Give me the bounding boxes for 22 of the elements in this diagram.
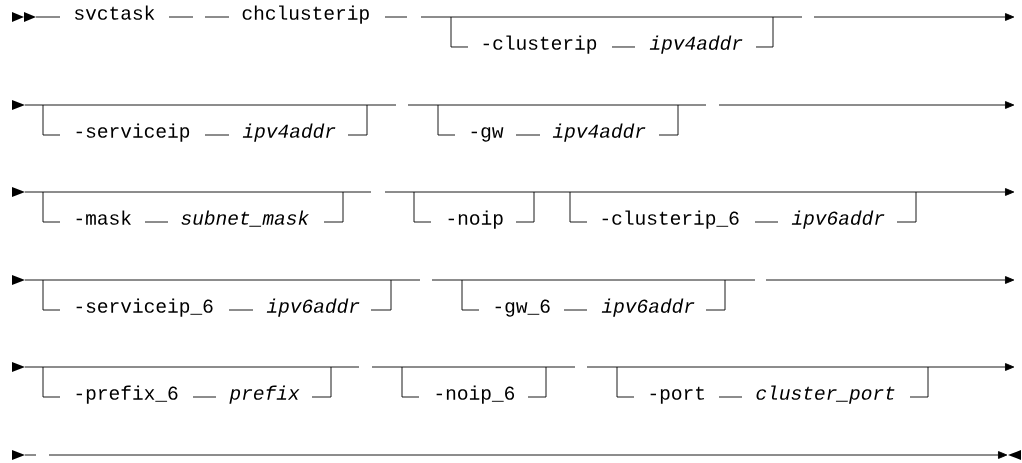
keyword-label: -prefix_6 <box>76 385 178 404</box>
keyword-label: -serviceip <box>76 123 190 142</box>
parameter-label: ipv4addr <box>649 35 743 54</box>
keyword-label: -noip <box>448 210 503 229</box>
parameter-label: ipv4addr <box>242 123 336 142</box>
keyword-label: -port <box>650 386 704 404</box>
parameter-label: subnet_mask <box>181 210 309 227</box>
keyword-label: -noip_6 <box>436 385 515 404</box>
keyword-label: chclusterip <box>242 5 369 24</box>
keyword-label: -gw_6 <box>495 299 550 317</box>
keyword-label: -clusterip <box>483 35 597 54</box>
parameter-label: ipv6addr <box>266 298 360 317</box>
parameter-label: cluster_port <box>756 385 895 404</box>
keyword-label: -gw <box>471 127 504 142</box>
keyword-label: -serviceip_6 <box>76 298 213 317</box>
parameter-label: ipv6addr <box>601 298 695 317</box>
keyword-label: -clusterip_6 <box>602 210 739 229</box>
parameter-label: ipv6addr <box>791 210 885 229</box>
keyword-label: svctask <box>75 5 155 20</box>
parameter-label: ipv4addr <box>552 123 646 142</box>
parameter-label: prefix <box>229 385 300 404</box>
keyword-label: -mask <box>76 210 131 225</box>
